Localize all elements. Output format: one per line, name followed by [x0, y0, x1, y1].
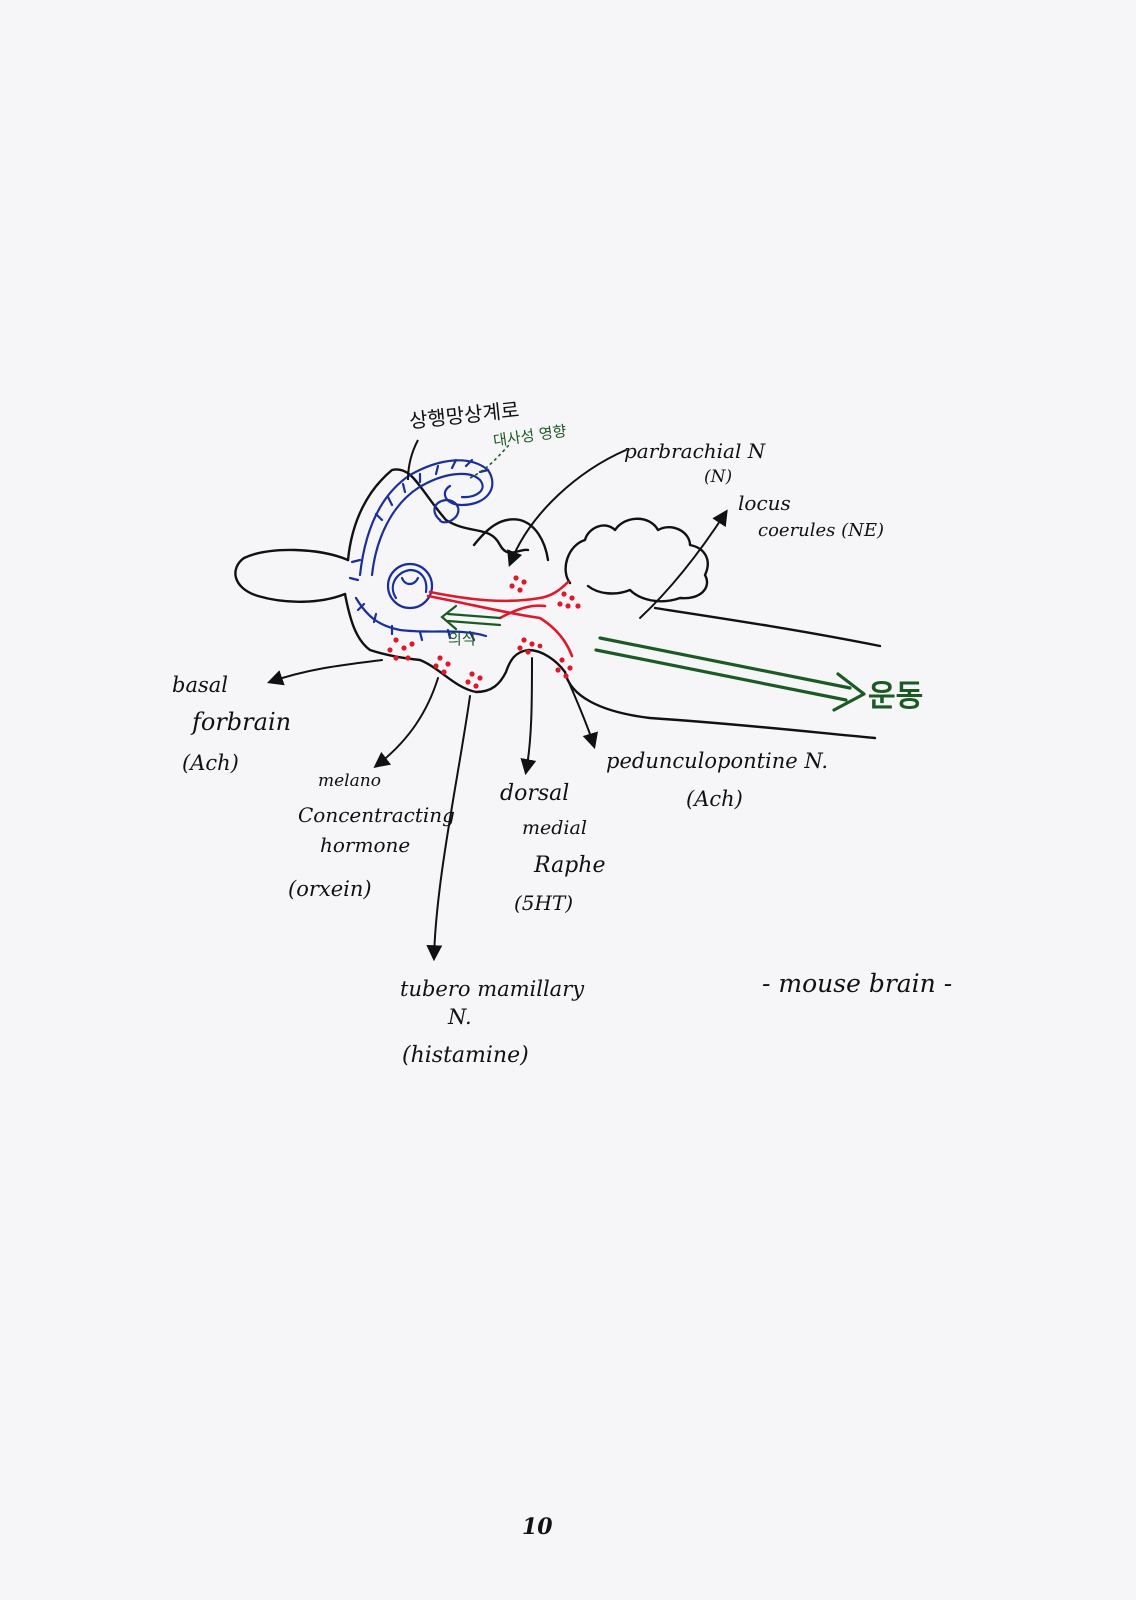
label-mch-2: Concentracting [298, 803, 455, 827]
olfactory-bulb [234, 548, 350, 603]
label-metabolic: 대사성 영향 [492, 422, 568, 450]
arrow-basal-forebrain [266, 659, 383, 686]
leader-arrows [266, 449, 728, 962]
label-tubero-2: N. [447, 1005, 472, 1029]
movement-arrow [594, 636, 866, 712]
nucleus-mch [433, 655, 451, 675]
label-parabrachial-2: (N) [704, 467, 732, 487]
label-mch-3: hormone [320, 833, 410, 857]
label-basal-2: forbrain [190, 708, 291, 736]
leader-upper-tract [407, 439, 419, 481]
nucleus-ppn [555, 657, 573, 679]
arrow-tuberomamillary [426, 695, 471, 962]
caption: - mouse brain - [762, 969, 952, 998]
label-raphe-4: (5HT) [514, 891, 573, 915]
label-basal-1: basal [172, 673, 228, 697]
arrow-locus [639, 509, 728, 619]
label-raphe-3: Raphe [533, 853, 605, 878]
arrow-raphe [520, 657, 537, 776]
label-locus-2: coerules (NE) [758, 520, 884, 541]
spinal-cord-top [653, 606, 882, 648]
label-ppn-1: pedunculopontine N. [606, 749, 828, 773]
page-number: 10 [522, 1514, 553, 1540]
midbrain-bump [472, 518, 550, 562]
nucleus-tuberomamillary [465, 671, 483, 689]
spinal-cord-bottom [563, 670, 877, 740]
nuclei-dots [387, 575, 581, 689]
dorsal-contour [346, 468, 530, 562]
label-upper-tract: 상행망상계로 [408, 398, 520, 433]
label-movement: 운동 [868, 679, 923, 714]
label-consciousness: 의식 [448, 630, 476, 648]
label-parabrachial-1: parbrachial N [624, 439, 767, 463]
cerebellum [564, 517, 709, 603]
leader-metabolic [469, 443, 511, 479]
label-tubero-3: (histamine) [402, 1043, 529, 1068]
label-basal-3: (Ach) [182, 751, 239, 775]
ascending-reticular-tract [348, 458, 494, 642]
label-raphe-2: medial [522, 817, 587, 839]
label-tubero-1: tubero mamillary [400, 977, 585, 1001]
arrow-parabrachial [507, 449, 627, 567]
label-locus-1: locus [738, 491, 791, 515]
arrow-ppn [567, 679, 598, 750]
consciousness-arrow [440, 604, 502, 631]
label-raphe-1: dorsal [500, 781, 569, 806]
label-mch-1: melano [318, 771, 381, 791]
labels: 상행망상계로 대사성 영향 의식 운동 parbrachial N (N) lo… [172, 398, 952, 1540]
nucleus-raphe [517, 637, 535, 655]
nucleus-locus-coeruleus [557, 591, 581, 609]
label-mch-4: (orxein) [288, 877, 372, 901]
brainstem-projections [426, 580, 574, 658]
nucleus-parabrachial [509, 575, 527, 593]
label-ppn-2: (Ach) [686, 787, 743, 811]
nucleus-basal-forebrain [387, 637, 415, 661]
brain-outline [234, 468, 882, 740]
arrow-mch [373, 677, 439, 768]
